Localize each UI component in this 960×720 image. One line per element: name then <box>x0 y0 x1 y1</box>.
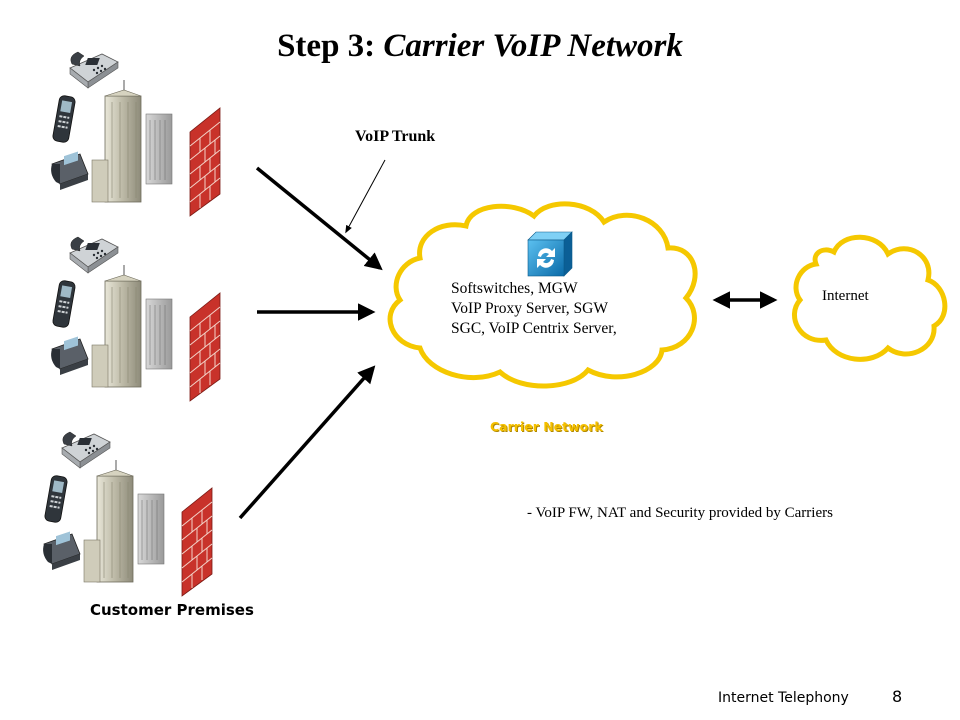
softswitch-cube-icon <box>527 231 573 277</box>
voip-trunk-pointer <box>345 159 386 234</box>
voip-trunk-label: VoIP Trunk <box>355 128 436 145</box>
trunk-arrow-bottom <box>238 365 376 520</box>
customer-site-2 <box>50 236 221 402</box>
internet-label: Internet <box>822 288 869 304</box>
carrier-cloud-line-1: Softswitches, MGW <box>451 280 578 297</box>
slide-title-plain: Step 3: <box>277 28 384 64</box>
footer-text: Internet Telephony <box>718 690 849 706</box>
slide-title: Step 3: Carrier VoIP Network <box>0 28 960 65</box>
carrier-network-label: Carrier Network <box>490 419 603 434</box>
slide-title-italic: Carrier VoIP Network <box>383 28 683 64</box>
carrier-cloud-line-3: SGC, VoIP Centrix Server, <box>451 320 617 337</box>
trunk-arrow-top <box>255 166 383 271</box>
customer-premises-label: Customer Premises <box>90 601 254 619</box>
internet-cloud <box>792 234 948 362</box>
security-note: - VoIP FW, NAT and Security provided by … <box>527 505 833 521</box>
customer-site-3 <box>42 431 213 597</box>
carrier-cloud-text: Softswitches, MGW VoIP Proxy Server, SGW… <box>451 279 617 339</box>
carrier-cloud-line-2: VoIP Proxy Server, SGW <box>451 300 608 317</box>
page-number: 8 <box>892 687 903 706</box>
carrier-network-cloud <box>387 201 698 389</box>
customer-site-1 <box>50 51 221 217</box>
